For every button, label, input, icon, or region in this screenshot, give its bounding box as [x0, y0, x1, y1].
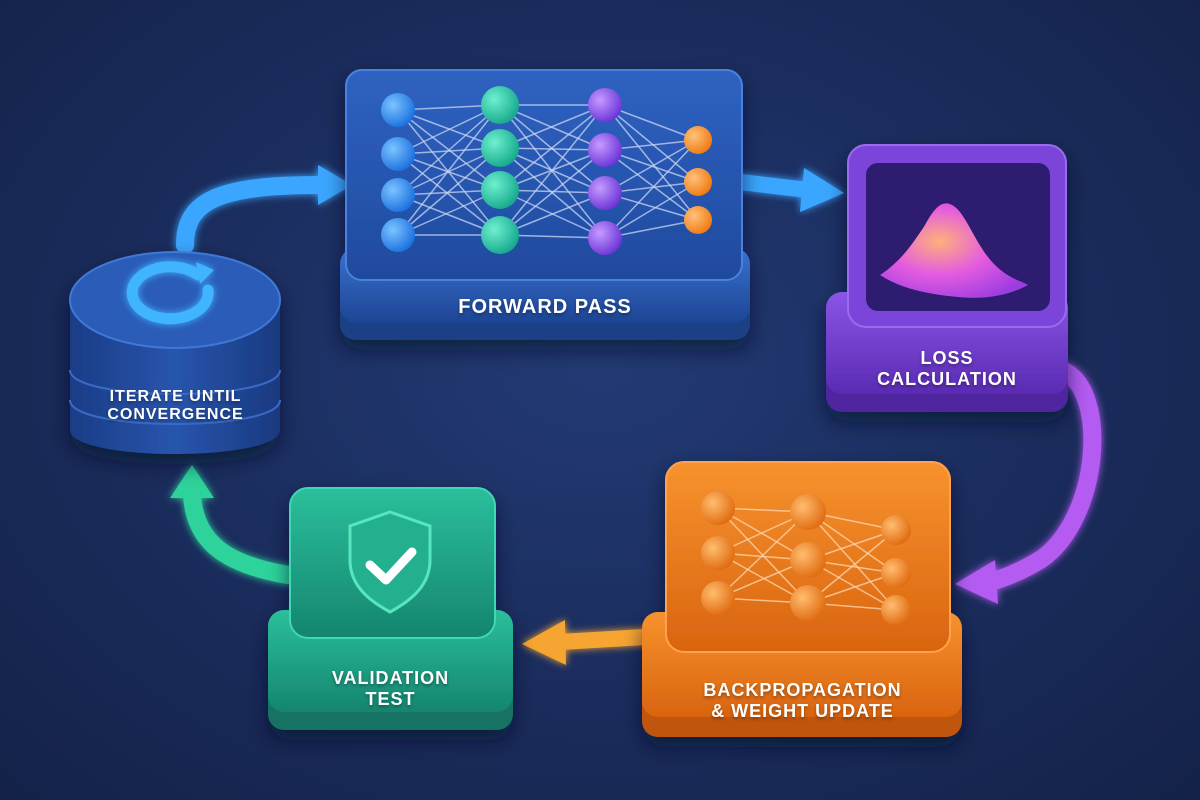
backprop-label: BACKPROPAGATION & WEIGHT UPDATE: [645, 680, 960, 721]
network-node: [381, 218, 415, 252]
network-node: [701, 536, 735, 570]
network-node: [790, 585, 826, 621]
validation-label: VALIDATION TEST: [270, 668, 511, 709]
network-node: [701, 491, 735, 525]
network-node: [381, 137, 415, 171]
network-node: [790, 494, 826, 530]
network-node: [588, 176, 622, 210]
network-node: [881, 515, 911, 545]
arrow-backprop-to-validation: [522, 620, 645, 665]
network-node: [481, 171, 519, 209]
network-node: [381, 178, 415, 212]
network-node: [588, 88, 622, 122]
arrow-iterate-to-forward: [185, 165, 352, 245]
arrow-validation-to-iterate: [170, 465, 288, 575]
network-node: [701, 581, 735, 615]
network-node: [481, 216, 519, 254]
forward-pass-label: FORWARD PASS: [345, 296, 745, 319]
network-node: [881, 595, 911, 625]
network-node: [588, 133, 622, 167]
network-node: [790, 542, 826, 578]
network-node: [481, 129, 519, 167]
network-node: [381, 93, 415, 127]
network-node: [684, 168, 712, 196]
network-node: [481, 86, 519, 124]
network-node: [684, 126, 712, 154]
network-node: [881, 558, 911, 588]
network-node: [588, 221, 622, 255]
loss-calculation-label: LOSS CALCULATION: [828, 348, 1066, 389]
iterate-label: ITERATE UNTIL CONVERGENCE: [78, 388, 273, 425]
network-node: [684, 206, 712, 234]
arrow-forward-to-loss: [740, 168, 844, 212]
